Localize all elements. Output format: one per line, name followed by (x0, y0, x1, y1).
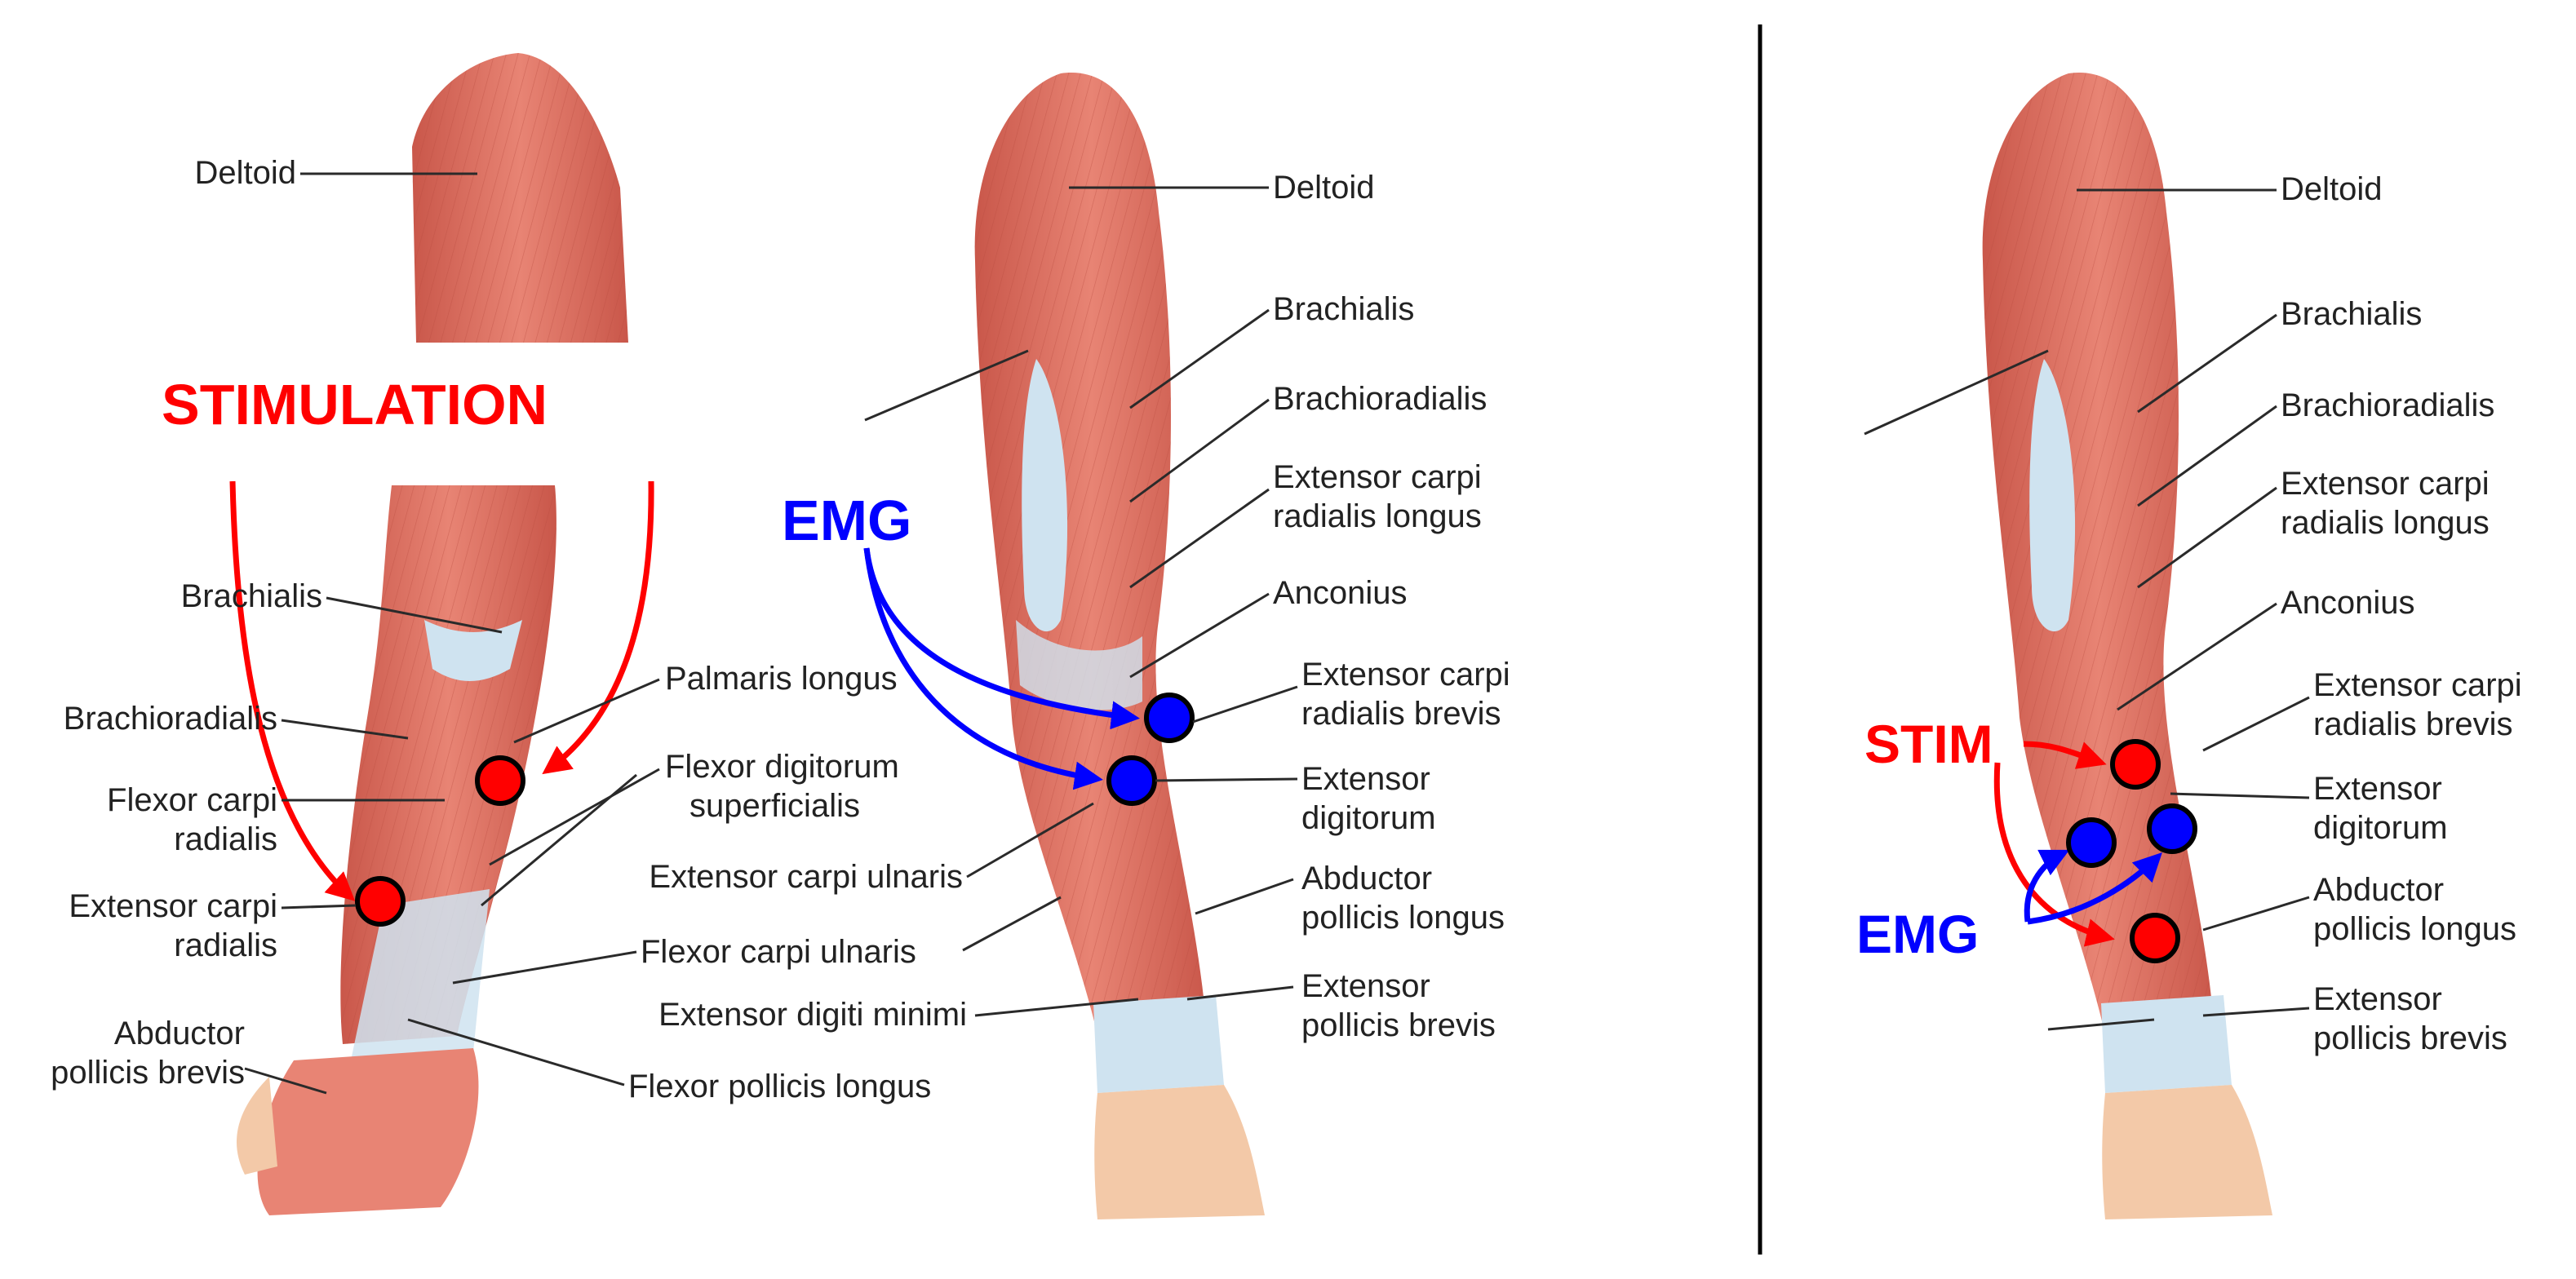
emg-electrode-right (2147, 803, 2197, 854)
label-flexor-carpi-radialis-line2: radialis (174, 821, 277, 857)
emg-title: EMG (782, 489, 911, 552)
label-ecrl-3-line1: Extensor carpi (2281, 466, 2490, 502)
label-ext-digiti-minimi-2: Extensor digiti minimi (658, 997, 967, 1033)
label-ext-digitorum-2-line1: Extensor (1301, 761, 1430, 797)
panel-combined: STIM EMG Deltoid Brachialis Brachioradia… (1856, 73, 2522, 1219)
label-abductor-2-line2: pollicis longus (1301, 900, 1505, 936)
stim-arrow-left (229, 480, 356, 901)
label-brachialis: Brachialis (181, 578, 322, 614)
label-abductor-3-line1: Abductor (2313, 872, 2444, 908)
label-flexor-carpi-radialis-line1: Flexor carpi (107, 782, 277, 818)
arm-illustration-posterior (974, 73, 1265, 1219)
label-brachioradialis-2: Brachioradialis (1273, 381, 1487, 417)
label-abductor-pollicis-brevis-line2: pollicis brevis (51, 1055, 245, 1091)
emg-electrode-ecrb (1144, 693, 1195, 743)
label-deltoid-3: Deltoid (2281, 171, 2383, 207)
emg-label: EMG (1856, 904, 1979, 964)
label-brachioradialis-3: Brachioradialis (2281, 387, 2494, 423)
label-epb-3-line1: Extensor (2313, 981, 2442, 1017)
emg-electrode-ext-digitorum (1106, 755, 1157, 806)
label-ext-digitorum-2-line2: digitorum (1301, 800, 1436, 836)
label-flexor-carpi-ulnaris: Flexor carpi ulnaris (641, 934, 916, 970)
label-ecrb-3-line2: radialis brevis (2313, 706, 2513, 742)
label-abductor-3-line2: pollicis longus (2313, 911, 2516, 947)
label-anconius-3: Anconius (2281, 585, 2415, 621)
label-ecrb-2-line2: radialis brevis (1301, 696, 1501, 732)
stimulation-title: STIMULATION (162, 373, 548, 436)
stim-arrow-upper (2023, 741, 2107, 769)
label-brachialis-3: Brachialis (2281, 296, 2422, 332)
label-ext-carpi-ulnaris-2: Extensor carpi ulnaris (649, 859, 963, 895)
panel-stimulation: STIMULATION Deltoid Brachialis Brachiora… (51, 53, 931, 1215)
label-ext-digitorum-3-line1: Extensor (2313, 771, 2442, 807)
label-extensor-carpi-radialis-line2: radialis (174, 927, 277, 963)
emg-arrow-right (2027, 852, 2162, 925)
label-extensor-carpi-radialis-line1: Extensor carpi (69, 888, 277, 924)
label-anconius-2: Anconius (1273, 575, 1408, 611)
label-palmaris-longus: Palmaris longus (665, 661, 898, 697)
label-ecrl-2-line2: radialis longus (1273, 498, 1482, 534)
label-abductor-pollicis-brevis-line1: Abductor (114, 1016, 245, 1051)
label-brachialis-2: Brachialis (1273, 291, 1414, 327)
stim-electrode-lower (2130, 913, 2180, 963)
label-deltoid: Deltoid (194, 155, 296, 191)
stim-electrode-palmaris-longus (475, 755, 525, 806)
label-epb-3-line2: pollicis brevis (2313, 1020, 2507, 1056)
label-deltoid-2: Deltoid (1273, 170, 1375, 206)
label-flexor-pollicis-longus: Flexor pollicis longus (628, 1069, 931, 1104)
label-abductor-2-line1: Abductor (1301, 861, 1432, 896)
label-epb-2-line2: pollicis brevis (1301, 1007, 1496, 1043)
emg-arrow-left (2024, 849, 2070, 923)
label-brachioradialis: Brachioradialis (64, 701, 277, 737)
emg-arrow-lower (863, 547, 1103, 790)
emg-electrode-left (2066, 817, 2117, 868)
label-ecrb-2-line1: Extensor carpi (1301, 657, 1510, 693)
stim-label: STIM (1864, 714, 1993, 774)
stim-arrow-lower (1993, 762, 2115, 947)
panel2-leader-lines (864, 186, 1298, 1017)
label-epb-2-line1: Extensor (1301, 968, 1430, 1004)
label-flexor-digitorum-line2: superficialis (689, 788, 860, 824)
panel-emg: EMG Deltoid Brachialis Brachioradialis E… (649, 73, 1510, 1219)
label-ext-digitorum-3-line2: digitorum (2313, 810, 2448, 846)
stim-electrode-upper (2110, 739, 2161, 790)
label-ecrb-3-line1: Extensor carpi (2313, 667, 2522, 703)
stim-arrow-right (542, 480, 654, 775)
arm-illustration-posterior-2 (1982, 73, 2272, 1219)
label-ecrl-3-line2: radialis longus (2281, 505, 2490, 541)
panel1-leader-lines (244, 172, 660, 1095)
label-flexor-digitorum-line1: Flexor digitorum (665, 749, 899, 785)
label-ecrl-2-line1: Extensor carpi (1273, 459, 1482, 495)
stim-electrode-extensor-carpi-radialis (355, 876, 406, 927)
panel3-leader-lines (1864, 188, 2310, 1031)
